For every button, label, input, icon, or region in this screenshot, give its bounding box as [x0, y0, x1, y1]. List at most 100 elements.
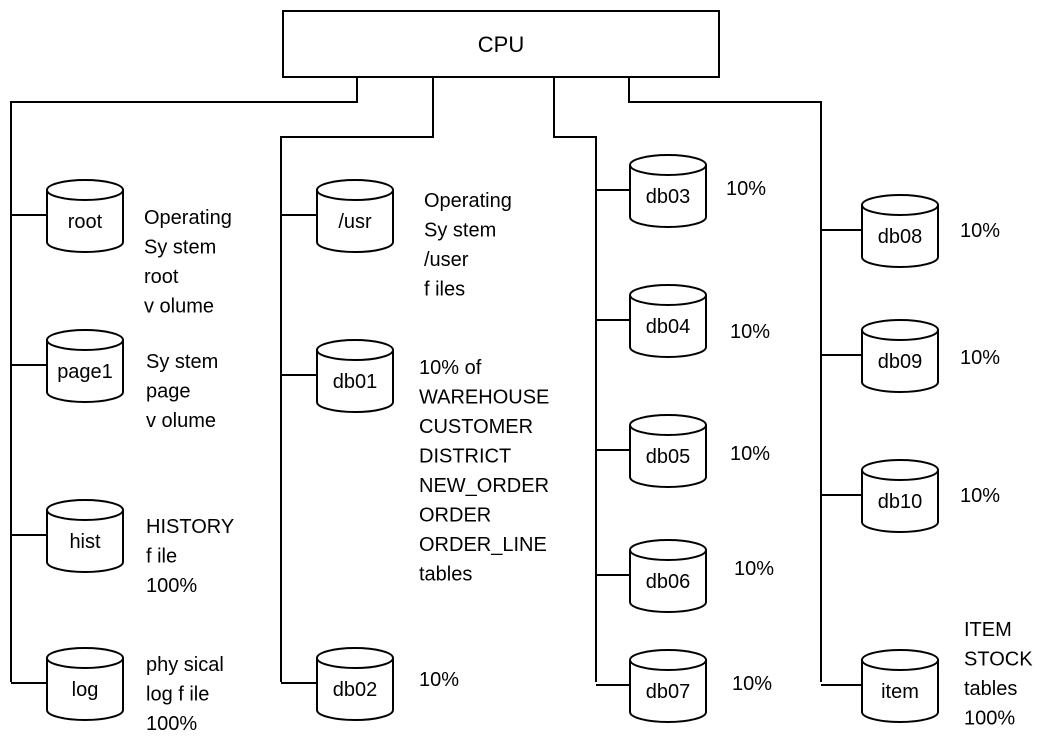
disk-cylinder-top: [46, 647, 124, 669]
disk-description-line: 10%: [726, 178, 766, 200]
disk-cylinder-body: [46, 658, 124, 721]
disk-db09: db09 10%: [821, 319, 1000, 393]
disk-description-line: f ile: [146, 546, 177, 568]
disk-label: db06: [646, 571, 691, 593]
disk-cylinder-body: [861, 660, 939, 723]
disk-cylinder-body: [46, 340, 124, 403]
disk-cylinder-top: [861, 194, 939, 216]
disk-cylinder-body: [316, 350, 394, 413]
disk-cylinder-top: [629, 649, 707, 671]
disk-cylinder-top: [861, 319, 939, 341]
disk-description-line: ORDER_LINE: [419, 534, 547, 556]
disk-description-line: WAREHOUSE: [419, 387, 549, 409]
disk-label: db02: [333, 679, 378, 701]
disk-description-line: 10%: [730, 443, 770, 465]
disk-label: db01: [333, 371, 378, 393]
disk-description-line: phy sical: [146, 654, 224, 676]
disk-description-line: 10%: [732, 673, 772, 695]
disk-label: db04: [646, 316, 691, 338]
disk-cylinder-top: [46, 179, 124, 201]
disk-cylinder-top: [629, 539, 707, 561]
disk-cylinder-body: [316, 190, 394, 253]
disk-page1: page1 Sy stem page v olume: [11, 329, 218, 432]
disk-cylinder-body: [629, 295, 707, 358]
disk-description-line: page: [146, 381, 191, 403]
disk-description-line: HISTORY: [146, 516, 234, 538]
disk-label: db08: [878, 226, 923, 248]
disk-description-line: 10% of: [419, 357, 482, 379]
disk-cylinder-body: [629, 425, 707, 488]
disk-cylinder-body: [629, 165, 707, 228]
disk-description-line: tables: [419, 564, 472, 586]
disk-description-line: v olume: [146, 410, 216, 432]
bus-2-line: [280, 77, 434, 682]
disk-description-line: 100%: [146, 575, 197, 597]
disk-label: db05: [646, 446, 691, 468]
disk-description-line: root: [144, 266, 179, 288]
disk-label: /usr: [338, 211, 372, 233]
disk-item: item ITEM STOCK tables 100%: [821, 619, 1033, 730]
disk-description-line: 10%: [960, 347, 1000, 369]
disk-cylinder-body: [861, 330, 939, 393]
disk-log: log phy sical log f ile 100%: [11, 647, 224, 735]
disk-db05: db05 10%: [596, 414, 770, 488]
disk-description-line: 10%: [960, 220, 1000, 242]
disk-cylinder-top: [316, 339, 394, 361]
disk-cylinder-body: [861, 470, 939, 533]
disk-description-line: Operating: [144, 207, 232, 229]
disk-cylinder-body: [629, 550, 707, 613]
disk-db10: db10 10%: [821, 459, 1000, 533]
disk-cylinder-top: [629, 414, 707, 436]
disk-description-line: 10%: [730, 321, 770, 343]
disk-db07: db07 10%: [596, 649, 772, 723]
disk-description-line: NEW_ORDER: [419, 475, 549, 497]
disk-description-line: ITEM: [964, 619, 1012, 641]
disk-label: item: [881, 681, 919, 703]
disk-cylinder-top: [46, 329, 124, 351]
disk-cylinder-body: [46, 510, 124, 573]
disk-description-line: CUSTOMER: [419, 416, 533, 438]
disk-description-line: ORDER: [419, 505, 491, 527]
disk-description-line: Sy stem: [146, 351, 218, 373]
disk-description-line: /user: [424, 249, 469, 271]
disk-cylinder-top: [629, 284, 707, 306]
disk-label: db03: [646, 186, 691, 208]
disk-cylinder-top: [316, 179, 394, 201]
disk-label: root: [68, 211, 103, 233]
disk-cylinder-top: [861, 459, 939, 481]
disk-description-line: 100%: [146, 713, 197, 735]
bus-1-line: [10, 77, 358, 682]
disk-db01: db01 10% of WAREHOUSE CUSTOMER DISTRICT NEW_O…: [281, 339, 549, 586]
disk-description-line: Sy stem: [424, 220, 496, 242]
disk-label: hist: [69, 531, 101, 553]
disk-label: log: [72, 679, 99, 701]
disk-description-line: tables: [964, 678, 1017, 700]
disk-description-line: Operating: [424, 190, 512, 212]
disks: root Operating Sy stem root v olume page1 Sy s…: [11, 154, 1033, 735]
disk-cylinder-body: [46, 190, 124, 253]
disk-description-line: 100%: [964, 708, 1015, 730]
disk-db04: db04 10%: [596, 284, 770, 358]
disk-cylinder-body: [316, 658, 394, 721]
disk-description-line: DISTRICT: [419, 446, 511, 468]
disk-cylinder-top: [316, 647, 394, 669]
bus-4-line: [628, 77, 822, 682]
disk-hist: hist HISTORY f ile 100%: [11, 499, 234, 597]
disk-description-line: STOCK: [964, 649, 1033, 671]
bus-lines: [10, 77, 822, 682]
disk-cylinder-body: [861, 205, 939, 268]
disk-label: db09: [878, 351, 923, 373]
disk-db08: db08 10%: [821, 194, 1000, 268]
disk-description-line: log f ile: [146, 684, 209, 706]
disk-cylinder-top: [861, 649, 939, 671]
disk-label: db10: [878, 491, 923, 513]
cpu-label: CPU: [478, 32, 524, 57]
disk-label: db07: [646, 681, 691, 703]
disk-label: page1: [57, 361, 113, 383]
disk-description-line: 10%: [960, 485, 1000, 507]
